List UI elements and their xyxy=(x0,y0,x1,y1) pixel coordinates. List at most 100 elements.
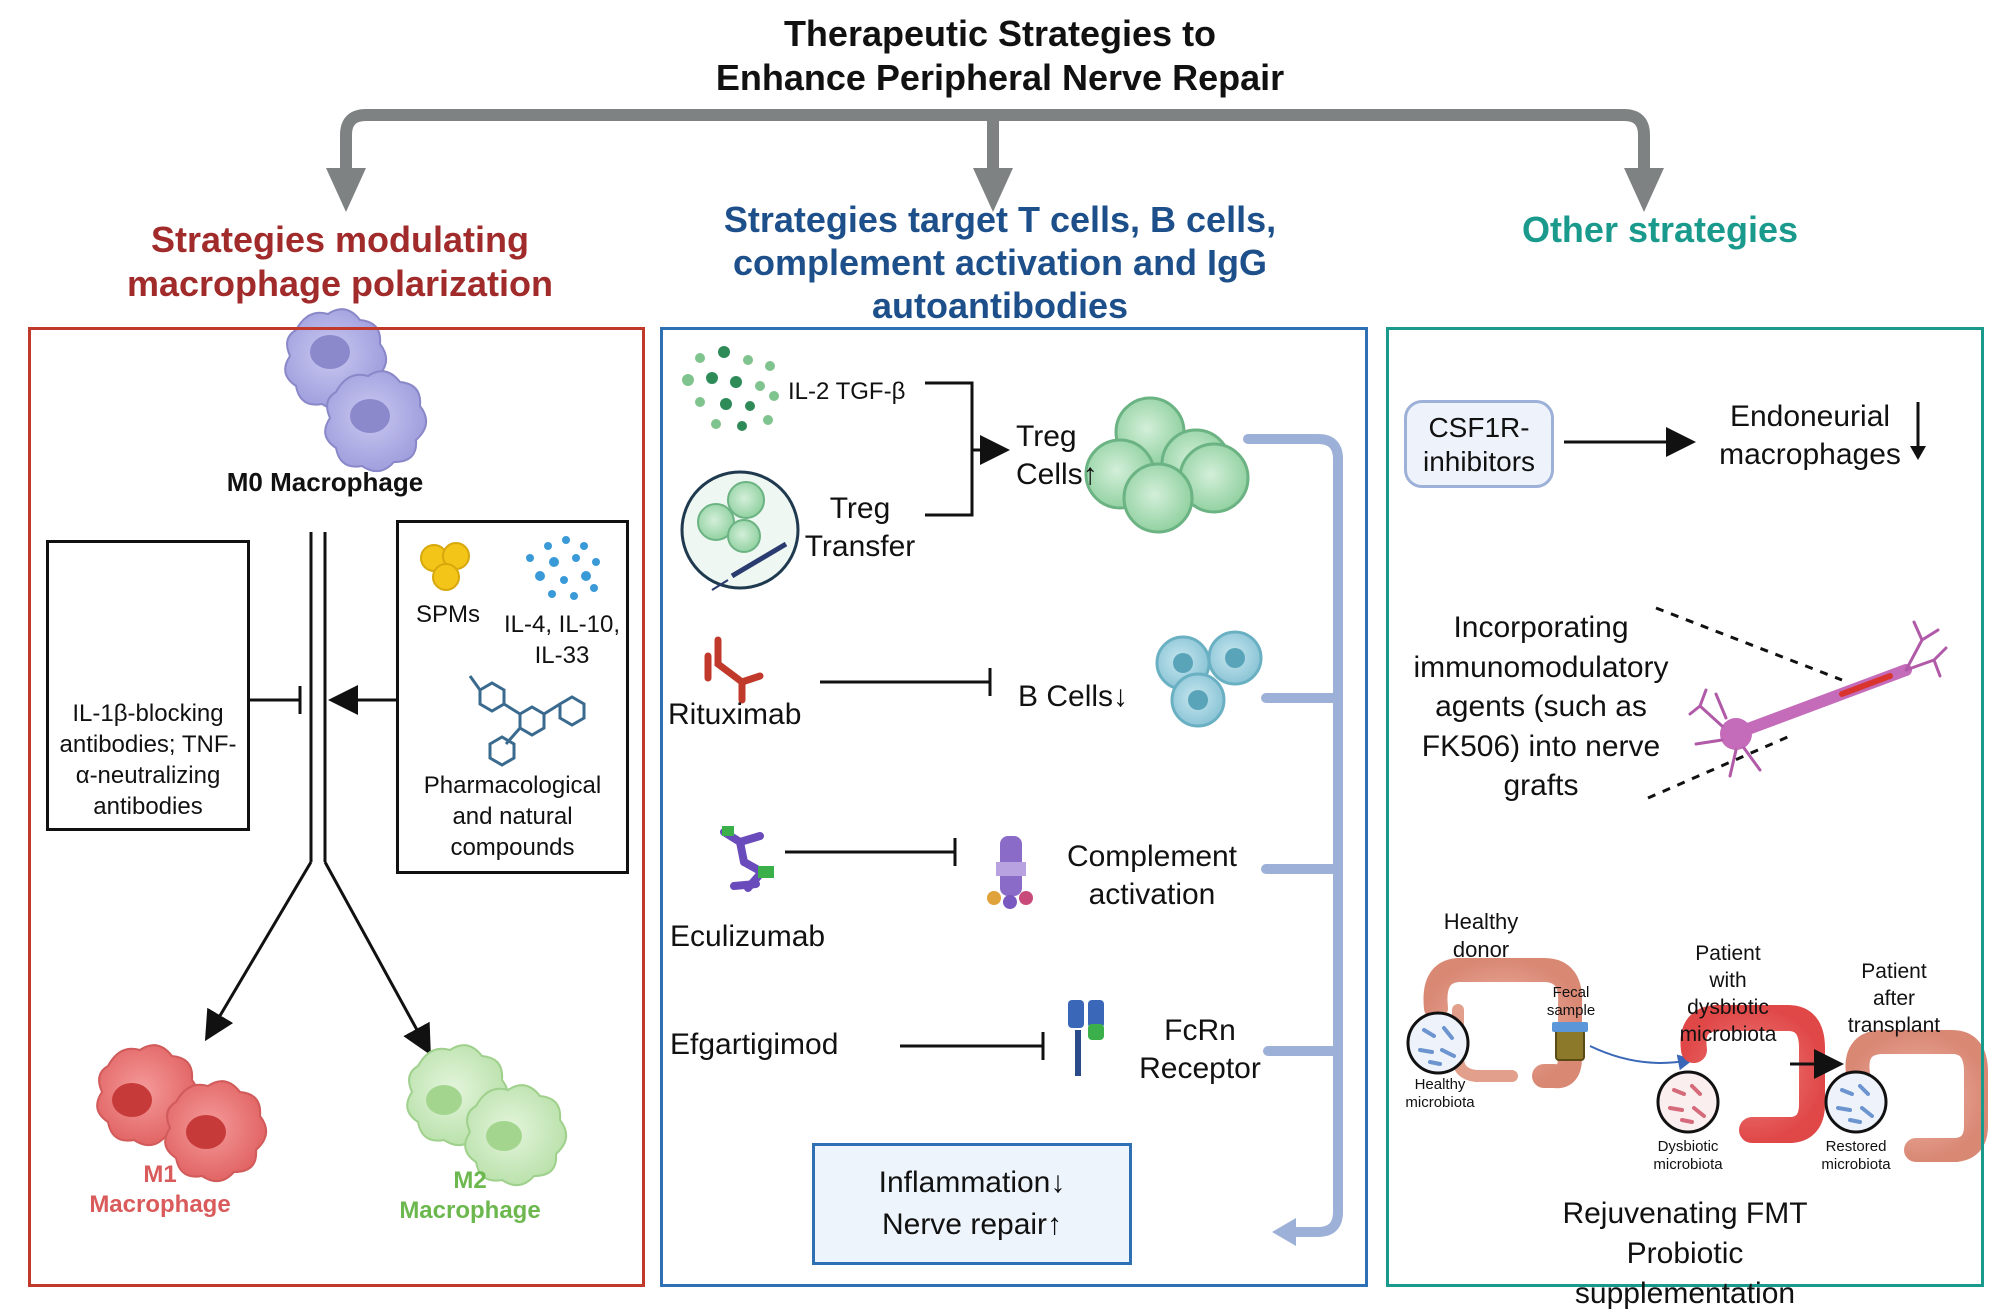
outcome-text: Inflammation↓ Nerve repair↑ xyxy=(815,1162,1129,1246)
header-left-line-2: macrophage polarization xyxy=(126,263,554,304)
fecal-sample-line-2: sample xyxy=(1546,1002,1596,1019)
il2-tgfb-icon xyxy=(682,346,779,431)
compounds-line-2: and natural xyxy=(452,803,573,830)
complement-line-1: Complement xyxy=(1066,840,1238,873)
patient-after-line-3: transplant xyxy=(1847,1014,1941,1037)
m1-line-1: M1 xyxy=(143,1161,177,1188)
restored-microbiota-line-2: microbiota xyxy=(1821,1156,1891,1173)
incorporating-line-3: agents (such as xyxy=(1435,690,1647,723)
main-title: Therapeutic Strategies to Enhance Periph… xyxy=(600,12,1400,100)
csf1r-box: CSF1R- inhibitors xyxy=(1404,400,1554,488)
m2-macrophage-label: M2 Macrophage xyxy=(370,1166,570,1226)
fecal-sample-label: Fecal sample xyxy=(1536,984,1606,1020)
incorporating-label: Incorporating immunomodulatory agents (s… xyxy=(1396,608,1686,806)
header-middle-line-3: autoantibodies xyxy=(871,285,1128,326)
incorporating-line-2: immunomodulatory xyxy=(1413,650,1669,684)
cytokines-line-1: IL-4, IL-10, xyxy=(503,611,621,638)
incorporating-line-5: grafts xyxy=(1503,769,1579,802)
fcrn-line-1: FcRn xyxy=(1164,1014,1236,1047)
patient-after-line-1: Patient xyxy=(1861,960,1927,983)
header-macrophage-polarization: Strategies modulating macrophage polariz… xyxy=(80,218,600,306)
antibody-line-2: antibodies; TNF- xyxy=(59,731,237,758)
antibody-box: IL-1β-blocking antibodies; TNF- α-neutra… xyxy=(46,540,250,831)
transfer-arrow xyxy=(1589,1045,1694,1071)
treg-cells-label: Treg Cells↑ xyxy=(1016,418,1098,494)
efgartigimod-inhibition-line xyxy=(900,1032,1045,1060)
header-other-strategies: Other strategies xyxy=(1521,209,1799,250)
treg-cells-line-1: Treg xyxy=(1016,420,1077,453)
main-title-line-2: Enhance Peripheral Nerve Repair xyxy=(715,57,1285,98)
fmt-line-2: Probiotic xyxy=(1626,1237,1744,1270)
rituximab-icon xyxy=(704,636,764,704)
rituximab-inhibition-line xyxy=(820,668,992,696)
eculizumab-inhibition-line xyxy=(785,838,957,866)
eculizumab-icon xyxy=(720,826,774,892)
b-cells-label: B Cells↓ xyxy=(1018,680,1129,713)
spm-icon xyxy=(420,542,470,591)
healthy-microbiota-line-2: microbiota xyxy=(1405,1094,1475,1111)
treg-transfer-line-2: Transfer xyxy=(804,530,916,563)
compounds-line-1: Pharmacological xyxy=(423,772,602,799)
b-cells-icon xyxy=(1155,630,1263,728)
fecal-sample-icon xyxy=(1552,1022,1588,1061)
treg-bracket xyxy=(925,381,1010,517)
patient-dysbiotic-label: Patient with dysbiotic microbiota xyxy=(1658,940,1798,1048)
endoneurial-line-2: macrophages xyxy=(1719,438,1901,471)
patient-after-line-2: after xyxy=(1872,987,1916,1010)
complement-icon xyxy=(987,836,1033,909)
incorporating-line-4: FK506) into nerve xyxy=(1421,729,1661,763)
healthy-donor-line-2: donor xyxy=(1452,937,1510,962)
header-middle-line-2: complement activation and IgG xyxy=(732,242,1268,283)
main-title-line-1: Therapeutic Strategies to xyxy=(783,13,1217,54)
restored-microbiota-icon xyxy=(1824,1070,1888,1134)
treg-cells-line-2: Cells↑ xyxy=(1016,458,1098,491)
polarization-path xyxy=(204,532,431,1056)
m0-macrophage-label: M0 Macrophage xyxy=(226,467,424,497)
restored-microbiota-line-1: Restored xyxy=(1825,1138,1887,1155)
graft-pointer-lines xyxy=(1647,606,1843,800)
outcome-box: Inflammation↓ Nerve repair↑ xyxy=(812,1143,1132,1265)
patient-dysbiotic-line-1: Patient xyxy=(1695,942,1761,965)
fcrn-label: FcRn Receptor xyxy=(1120,1012,1280,1088)
m1-macrophage-label: M1 Macrophage xyxy=(60,1160,260,1220)
antibody-box-text: IL-1β-blocking antibodies; TNF- α-neutra… xyxy=(49,698,247,822)
dysbiotic-microbiota-line-1: Dysbiotic xyxy=(1657,1138,1719,1155)
healthy-microbiota-icon xyxy=(1406,1011,1470,1075)
compound-structure-icon xyxy=(468,675,586,767)
patient-dysbiotic-line-2: with xyxy=(1709,969,1747,992)
outcome-line-1: Inflammation↓ xyxy=(878,1166,1066,1199)
cytokines-label: IL-4, IL-10, IL-33 xyxy=(495,609,629,671)
neuron-icon xyxy=(1688,620,1948,778)
csf1r-text: CSF1R- inhibitors xyxy=(1407,411,1551,479)
antibody-line-3: α-neutralizing xyxy=(75,762,221,789)
m0-macrophage-icon xyxy=(284,308,427,473)
m1-macrophage-icon xyxy=(96,1044,267,1183)
treg-transfer-icon xyxy=(680,470,800,591)
compounds-label: Pharmacological and natural compounds xyxy=(399,770,626,863)
cytokines-icon xyxy=(526,536,600,600)
endoneurial-line-1: Endoneurial xyxy=(1729,400,1891,433)
healthy-donor-line-1: Healthy xyxy=(1443,909,1519,934)
endoneurial-label: Endoneurial macrophages xyxy=(1700,398,1920,474)
converging-arrowhead xyxy=(1272,1218,1296,1246)
fcrn-line-2: Receptor xyxy=(1139,1052,1261,1085)
dysbiotic-microbiota-label: Dysbiotic microbiota xyxy=(1646,1138,1730,1174)
outcome-line-2: Nerve repair↑ xyxy=(881,1208,1063,1241)
fmt-line-3: supplementation xyxy=(1574,1277,1796,1310)
healthy-donor-label: Healthy donor xyxy=(1426,908,1536,964)
complement-line-2: activation xyxy=(1088,878,1216,911)
dysbiotic-microbiota-line-2: microbiota xyxy=(1653,1156,1723,1173)
antibody-line-4: antibodies xyxy=(93,793,203,820)
m1-line-2: Macrophage xyxy=(89,1191,231,1218)
compounds-box: SPMs IL-4, IL-10, IL-33 Pharmacological … xyxy=(396,520,629,874)
converging-bracket xyxy=(1243,434,1343,1237)
spms-label: SPMs xyxy=(415,601,480,628)
compounds-line-3: compounds xyxy=(450,834,575,861)
panel-cell-targets xyxy=(660,327,1368,1287)
dysbiotic-microbiota-icon xyxy=(1656,1070,1720,1134)
il2-tgfb-label: IL-2 TGF-β xyxy=(788,378,906,405)
csf1r-line-2: inhibitors xyxy=(1422,446,1536,477)
rituximab-label: Rituximab xyxy=(668,698,802,731)
m2-line-2: Macrophage xyxy=(399,1197,541,1224)
